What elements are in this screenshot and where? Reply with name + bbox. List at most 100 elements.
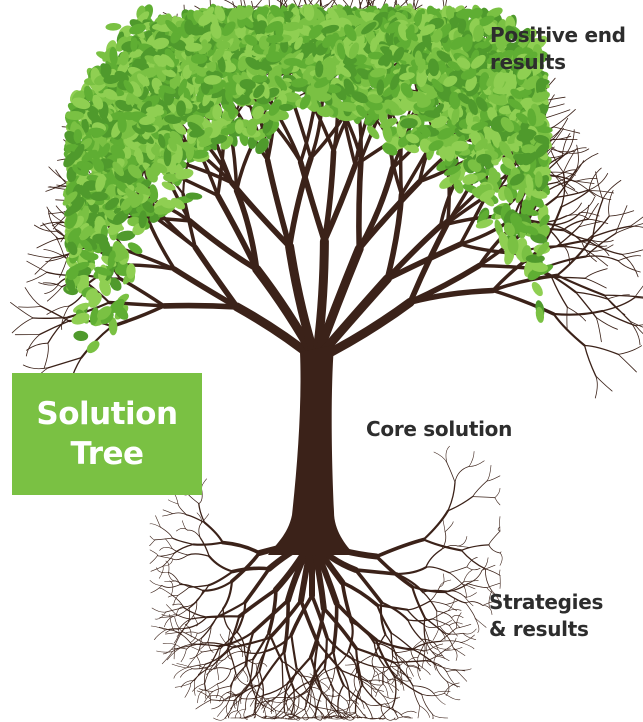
tree-branch (358, 0, 362, 11)
tree-branch (26, 342, 49, 351)
tree-root (456, 612, 462, 629)
tree-root (240, 713, 254, 719)
tree-root (355, 647, 395, 664)
tree-branch (61, 305, 70, 330)
tree-root (158, 566, 164, 579)
tree-root (395, 648, 414, 654)
tree-root (358, 654, 375, 664)
tree-root (347, 620, 354, 653)
tree-root (201, 478, 207, 489)
tree-root (154, 537, 173, 541)
tree-root (406, 601, 430, 611)
tree-root (436, 610, 452, 619)
tree-root (164, 538, 173, 549)
tree-root (301, 705, 310, 718)
tree-root (439, 573, 445, 588)
tree-branch (229, 180, 293, 250)
tree-root (449, 625, 458, 637)
tree-root (230, 658, 254, 671)
tree-root (310, 686, 316, 706)
tree-root (444, 521, 454, 533)
tree-branch (36, 238, 59, 249)
tree-branch (33, 224, 58, 232)
tree-root (406, 609, 424, 625)
tree-branch (27, 253, 53, 259)
tree-root (267, 698, 282, 703)
tree-root (472, 496, 496, 499)
tree-root (327, 717, 344, 720)
tree-root (243, 673, 257, 690)
tree-root (465, 601, 484, 606)
tree-root (421, 693, 433, 715)
tree-root (187, 553, 210, 557)
tree-root (162, 643, 181, 649)
tree-root (337, 684, 345, 711)
tree-root (382, 665, 385, 685)
tree-branch (595, 317, 618, 330)
tree-root (417, 640, 426, 658)
tree-branch (43, 342, 49, 369)
tree-root (211, 699, 225, 710)
tree-branch (321, 162, 358, 245)
tree-root (412, 685, 420, 707)
tree-root (330, 706, 338, 719)
tree-root (217, 705, 227, 717)
tree-root (173, 629, 180, 644)
tree-root (407, 618, 434, 622)
tree-root (423, 655, 431, 666)
tree-root (444, 682, 460, 694)
tree-root (357, 696, 365, 709)
tree-root (281, 695, 300, 703)
tree-root (384, 696, 398, 705)
tree-branch (583, 344, 620, 356)
tree-root (420, 638, 438, 648)
tree-root (355, 647, 364, 687)
tree-root (262, 715, 277, 719)
tree-root (340, 580, 379, 607)
tree-branch (24, 287, 42, 307)
tree-branch (32, 316, 69, 319)
tree-root (324, 706, 332, 719)
tree-root (455, 668, 472, 671)
tree-root (372, 717, 385, 719)
tree-root (397, 716, 412, 719)
tree-root (149, 580, 163, 586)
tree-root (381, 705, 402, 716)
tree-root (432, 610, 449, 620)
tree-root (447, 481, 456, 512)
tree-root (241, 650, 266, 655)
tree-root (235, 672, 250, 687)
tree-root (460, 642, 475, 650)
tree-branch (608, 190, 614, 217)
tree-root (309, 673, 322, 678)
tree-root (482, 605, 493, 615)
tree-root (251, 598, 290, 634)
tree-root (151, 607, 167, 613)
tree-root (345, 663, 359, 666)
tree-root (226, 643, 243, 652)
tree-root (237, 692, 244, 712)
tree-branch (617, 255, 642, 262)
tree-root (281, 661, 284, 686)
tree-root (149, 523, 161, 528)
tree-root (309, 705, 317, 719)
tree-root (485, 568, 493, 592)
tree-root (382, 683, 389, 698)
tree-root (350, 663, 359, 676)
tree-root (166, 604, 176, 615)
tree-root (463, 580, 479, 583)
tree-root (407, 665, 422, 672)
tree-root (446, 681, 461, 688)
tree-root (374, 537, 426, 559)
tree-root (444, 693, 461, 701)
tree-root (292, 700, 296, 716)
tree-branch (587, 250, 609, 267)
tree-root (201, 513, 209, 524)
tree-root (316, 641, 343, 672)
tree-root (252, 689, 263, 706)
tree-root (237, 710, 242, 719)
tree-root (266, 697, 289, 700)
tree-root (302, 717, 310, 721)
tree-root (364, 702, 386, 706)
tree-root (395, 654, 409, 667)
